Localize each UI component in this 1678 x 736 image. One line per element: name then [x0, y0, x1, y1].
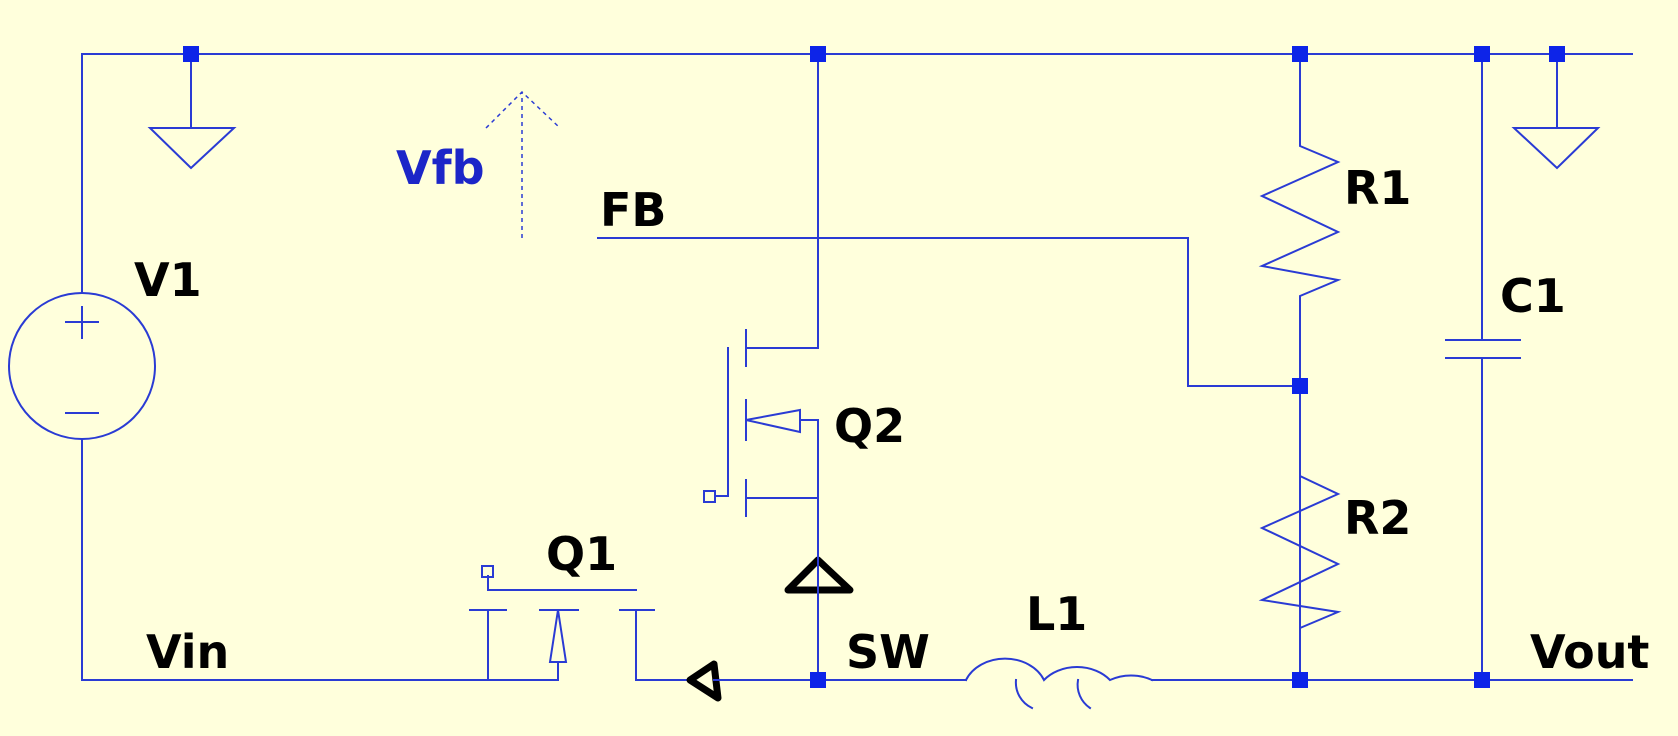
label-r2: R2 [1344, 491, 1411, 545]
junction-dot [1549, 46, 1565, 62]
ground-symbol-right[interactable] [1511, 53, 1601, 170]
junction-dots [183, 46, 1565, 688]
inductor-l1[interactable] [964, 657, 1633, 710]
label-c1: C1 [1500, 269, 1566, 323]
junction-dot [1292, 378, 1308, 394]
fb-wire[interactable] [597, 237, 1301, 387]
capacitor-c1[interactable] [1445, 53, 1521, 681]
net-label-vout: Vout [1530, 625, 1649, 679]
label-r1: R1 [1344, 161, 1411, 215]
junction-dot [810, 672, 826, 688]
mosfet-q1[interactable] [469, 565, 691, 681]
junction-dot [810, 46, 826, 62]
junction-dot [1474, 672, 1490, 688]
mosfet-q2[interactable] [703, 329, 819, 681]
vfb-probe-arrow [485, 90, 561, 238]
resistor-r2[interactable] [1258, 385, 1342, 681]
net-label-vfb: Vfb [396, 141, 485, 195]
junction-dot [183, 46, 199, 62]
junction-dot [1474, 46, 1490, 62]
label-q1: Q1 [546, 527, 617, 581]
ground-symbol-left[interactable] [147, 53, 237, 170]
net-label-vin: Vin [146, 625, 229, 679]
net-label-fb: FB [600, 183, 666, 237]
label-l1: L1 [1026, 587, 1087, 641]
junction-dot [1292, 672, 1308, 688]
junction-dot [1292, 46, 1308, 62]
resistor-r1[interactable] [1258, 53, 1342, 681]
label-v1: V1 [134, 253, 202, 307]
voltage-source-v1[interactable] [8, 53, 156, 681]
label-q2: Q2 [834, 399, 905, 453]
net-label-sw: SW [846, 625, 930, 679]
